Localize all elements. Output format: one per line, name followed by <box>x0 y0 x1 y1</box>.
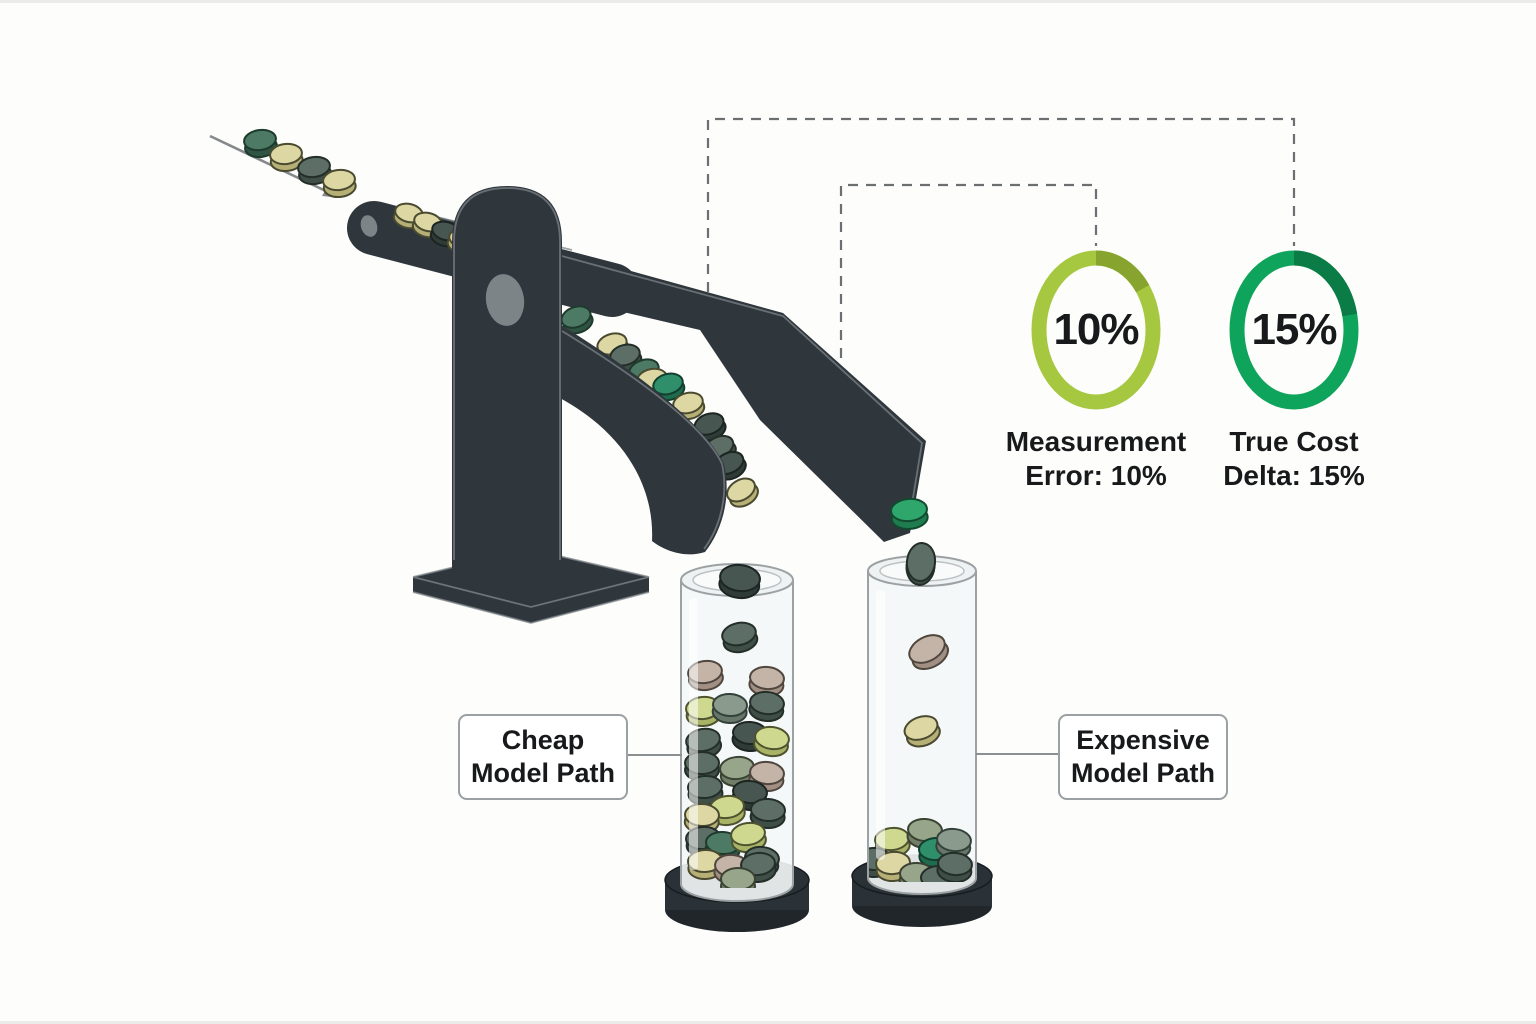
donut-segment <box>1293 250 1358 317</box>
expensive-label-box: Expensive Model Path <box>1058 714 1228 800</box>
donut-measurement-error <box>1031 250 1161 410</box>
cheap-cylinder <box>664 563 810 932</box>
true-cost-delta-caption: True Cost Delta: 15% <box>1223 426 1365 491</box>
coin <box>721 621 759 654</box>
bottom-border <box>0 1021 1536 1024</box>
coin <box>718 563 761 600</box>
expensive-cylinder-coins <box>869 634 973 882</box>
lever-arm-edge <box>557 254 923 529</box>
dashed-connector-outer <box>706 117 1296 292</box>
pillar-edge <box>453 187 561 560</box>
feed-arm-pivot-hole <box>360 215 378 237</box>
donut-true-cost-delta <box>1229 250 1359 410</box>
coin <box>269 142 304 173</box>
incoming-coins <box>243 128 357 199</box>
expensive-cylinder <box>851 542 993 927</box>
coin <box>903 715 941 748</box>
coin <box>749 797 786 830</box>
coin <box>322 168 357 199</box>
pillar <box>452 186 562 578</box>
top-border <box>0 0 1536 3</box>
coin <box>908 634 949 671</box>
coin <box>935 827 972 860</box>
dashed-connector-inner <box>839 183 1098 358</box>
cheap-chute-edge <box>561 330 726 550</box>
coin <box>748 665 785 698</box>
measurement-error-value: 10% <box>1053 305 1139 354</box>
coin <box>560 305 594 335</box>
coin <box>748 690 785 723</box>
label-connectors <box>624 753 1058 756</box>
lever-arm <box>555 250 926 542</box>
pillar-hole <box>485 274 525 326</box>
coin <box>243 128 278 159</box>
coin <box>753 725 790 758</box>
pedestal-bottom-edge <box>412 591 650 624</box>
cheap-chute <box>556 322 727 555</box>
coin <box>936 851 973 882</box>
coin <box>711 692 748 725</box>
donut-segment <box>1095 250 1150 293</box>
expensive-coin-drop <box>890 497 929 531</box>
cheap-rim-coin <box>718 563 761 600</box>
measurement-error-caption: Measurement Error: 10% <box>1005 426 1187 491</box>
coin <box>905 542 937 586</box>
coin <box>720 867 756 888</box>
cheap-label-box: Cheap Model Path <box>458 714 628 800</box>
dashed-connectors <box>706 117 1296 358</box>
coin <box>652 372 686 402</box>
true-cost-delta-value: 15% <box>1251 305 1337 354</box>
expensive-mouth-coin <box>905 542 937 586</box>
coin <box>726 477 759 508</box>
coin <box>890 497 929 531</box>
